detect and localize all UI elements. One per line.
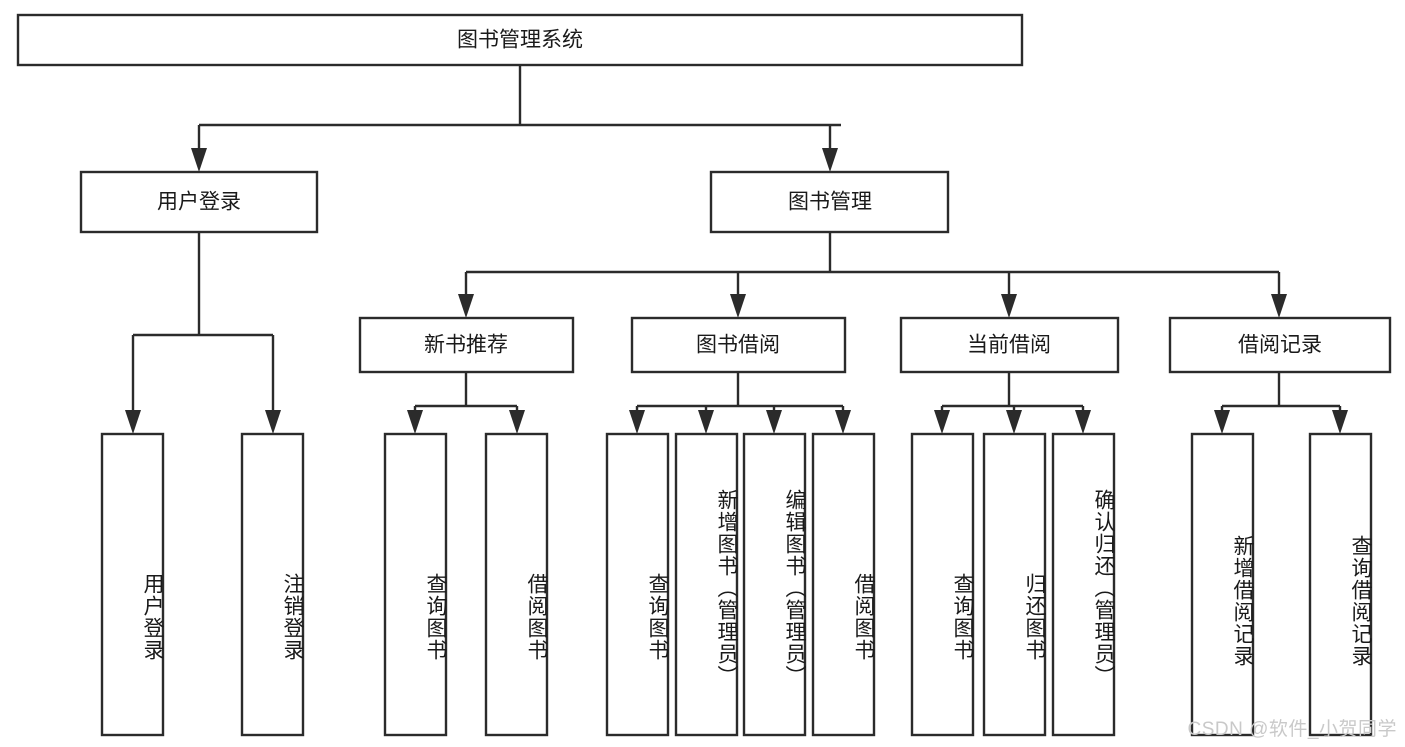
- node-book-borrow-label: 图书借阅: [696, 334, 780, 357]
- node-user-login-label: 用户登录: [157, 191, 241, 214]
- arrow-root-to-user-login: [191, 148, 207, 172]
- node-book-borrow-box[interactable]: [630, 316, 847, 374]
- arrow-cb-c: [1075, 410, 1091, 434]
- node-leaf-edit-book-box[interactable]: [742, 432, 807, 737]
- node-leaf-query-book-1-box[interactable]: [383, 432, 448, 737]
- node-leaf-add-record-box[interactable]: [1190, 432, 1255, 737]
- node-leaf-add-book-box[interactable]: [674, 432, 739, 737]
- connector-group-borrow-record: [1214, 372, 1348, 434]
- node-leaf-user-login-box[interactable]: [100, 432, 165, 737]
- node-leaf-query-book-2-box[interactable]: [605, 432, 670, 737]
- arrow-root-to-book-manage: [822, 148, 838, 172]
- node-leaf-logout-box[interactable]: [240, 432, 305, 737]
- connector-group-current-borrow: [934, 372, 1091, 434]
- node-new-book-rec-box[interactable]: [358, 316, 575, 374]
- arrow-bb-d: [835, 410, 851, 434]
- connector-group-book-borrow: [629, 372, 851, 434]
- arrow-bm-current-borrow: [1001, 294, 1017, 318]
- arrow-br-b: [1332, 410, 1348, 434]
- node-user-login-box[interactable]: [79, 170, 319, 234]
- arrow-user-login-a: [125, 410, 141, 434]
- node-leaf-confirm-return-box[interactable]: [1051, 432, 1116, 737]
- arrow-bm-borrow-record: [1271, 294, 1287, 318]
- watermark-text: CSDN @软件_小贺同学: [1187, 719, 1397, 740]
- node-current-borrow-label: 当前借阅: [967, 334, 1051, 357]
- arrow-bb-a: [629, 410, 645, 434]
- connector-group-user-login: [125, 232, 281, 434]
- connector-group-book-manage: [458, 232, 1287, 318]
- node-book-manage-box[interactable]: [709, 170, 950, 234]
- node-book-manage[interactable]: 图书管理: [709, 170, 950, 234]
- node-leaf-query-record-box[interactable]: [1308, 432, 1373, 737]
- node-leaf-query-book-3-box[interactable]: [910, 432, 975, 737]
- arrow-nbr-b: [509, 410, 525, 434]
- arrow-br-a: [1214, 410, 1230, 434]
- connector-group-new-book-rec: [407, 372, 525, 434]
- node-borrow-record[interactable]: 借阅记录: [1168, 316, 1392, 374]
- node-root-box[interactable]: [16, 13, 1024, 67]
- arrow-bb-c: [766, 410, 782, 434]
- node-current-borrow-box[interactable]: [899, 316, 1120, 374]
- node-root-label: 图书管理系统: [457, 29, 583, 52]
- arrow-bm-new-book-rec: [458, 294, 474, 318]
- node-root[interactable]: 图书管理系统: [16, 13, 1024, 67]
- node-leaf-borrow-book-1-box[interactable]: [484, 432, 549, 737]
- node-borrow-record-box[interactable]: [1168, 316, 1392, 374]
- node-new-book-rec-label: 新书推荐: [424, 334, 508, 357]
- arrow-cb-b: [1006, 410, 1022, 434]
- node-borrow-record-label: 借阅记录: [1238, 334, 1322, 357]
- arrow-bb-b: [698, 410, 714, 434]
- arrow-bm-book-borrow: [730, 294, 746, 318]
- node-leaf-return-book-box[interactable]: [982, 432, 1047, 737]
- node-user-login[interactable]: 用户登录: [79, 170, 319, 234]
- connector-group-root: [191, 65, 841, 172]
- node-book-borrow[interactable]: 图书借阅: [630, 316, 847, 374]
- arrow-nbr-a: [407, 410, 423, 434]
- arrow-cb-a: [934, 410, 950, 434]
- arrow-user-login-b: [265, 410, 281, 434]
- node-new-book-rec[interactable]: 新书推荐: [358, 316, 575, 374]
- node-current-borrow[interactable]: 当前借阅: [899, 316, 1120, 374]
- node-leaf-borrow-book-2-box[interactable]: [811, 432, 876, 737]
- node-book-manage-label: 图书管理: [788, 191, 872, 214]
